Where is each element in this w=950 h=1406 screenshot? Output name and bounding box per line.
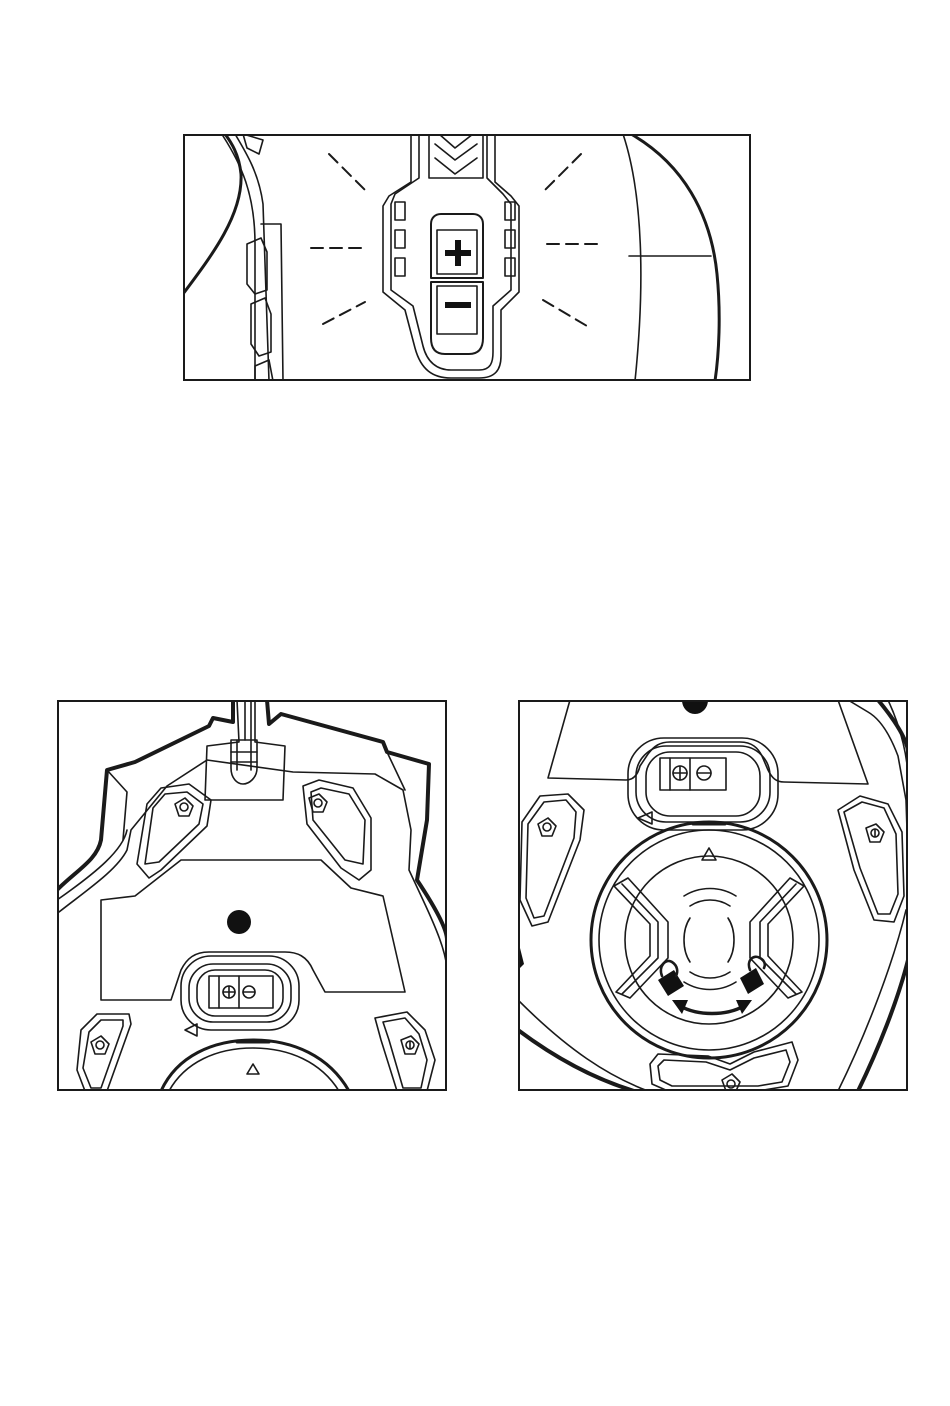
dpi-led-right-3: [505, 258, 515, 276]
dpi-minus-button: [431, 282, 483, 354]
screw-icon: [722, 1074, 740, 1091]
underside-figure: [57, 700, 447, 1091]
weight-cover-disc: [591, 822, 827, 1058]
dpi-led-left-2: [395, 230, 405, 248]
mouse-left-side-inner: [223, 136, 255, 381]
mouse-foot-top-right: [303, 780, 371, 880]
arrow-up-icon: [702, 848, 716, 860]
underside-illustration: [57, 700, 447, 1091]
dpi-buttons-figure: [183, 134, 751, 381]
center-plate: [548, 700, 868, 784]
dpi-led-right-2: [505, 230, 515, 248]
sensor-dot: [227, 910, 251, 934]
mouse-body-outline: [57, 700, 447, 940]
screw-icon: [175, 798, 193, 816]
weight-cover-figure: [518, 700, 908, 1091]
screw-icon: [91, 1036, 109, 1054]
dpi-led-left-3: [395, 258, 405, 276]
unlock-icon: [740, 968, 764, 994]
arrow-up-icon: [247, 1064, 259, 1074]
minus-icon: [445, 302, 471, 308]
dpi-led-left-1: [395, 202, 405, 220]
mouse-body-right-edge: [631, 134, 719, 381]
rotate-arrow-icon: [680, 1006, 744, 1014]
screw-icon: [538, 818, 556, 836]
screw-icon: [866, 824, 884, 842]
side-button-3: [255, 360, 273, 381]
dpi-buttons-illustration: [183, 134, 751, 381]
scroll-wheel-chevron: [429, 134, 483, 178]
sensor-dot: [682, 700, 708, 714]
plus-icon: [445, 240, 471, 266]
switch-slot: [181, 956, 299, 1030]
dpi-led-right-1: [505, 202, 515, 220]
mouse-body-left-edge: [183, 134, 241, 294]
center-plate: [101, 860, 405, 1000]
screw-icon: [401, 1036, 419, 1054]
weight-cover-illustration: [518, 700, 908, 1091]
side-button-1: [247, 238, 267, 294]
